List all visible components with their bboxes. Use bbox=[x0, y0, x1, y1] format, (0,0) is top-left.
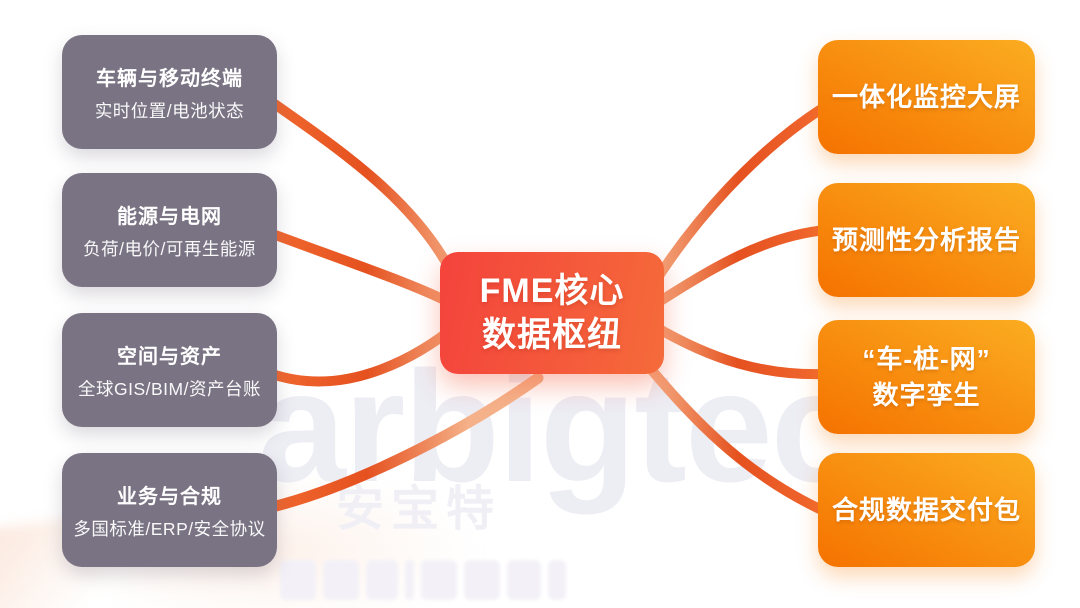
input-subtitle: 多国标准/ERP/安全协议 bbox=[73, 518, 266, 539]
input-subtitle: 实时位置/电池状态 bbox=[94, 100, 245, 121]
input-subtitle: 全球GIS/BIM/资产台账 bbox=[78, 378, 261, 399]
connector-input-1 bbox=[261, 93, 465, 295]
output-node-monitoring-dashboard: 一体化监控大屏 bbox=[818, 40, 1035, 154]
output-label: 一体化监控大屏 bbox=[831, 82, 1021, 112]
hub-title-line1: FME核心 bbox=[479, 272, 625, 310]
input-title: 能源与电网 bbox=[117, 205, 222, 228]
connector-output-3 bbox=[649, 321, 831, 380]
output-node-predictive-report: 预测性分析报告 bbox=[818, 183, 1035, 297]
output-label-line2: 数字孪生 bbox=[872, 380, 981, 410]
watermark-tagline-illegible bbox=[280, 560, 566, 600]
input-node-business-compliance: 业务与合规 多国标准/ERP/安全协议 bbox=[62, 453, 277, 567]
connector-output-1 bbox=[645, 101, 831, 295]
input-node-vehicles: 车辆与移动终端 实时位置/电池状态 bbox=[62, 35, 277, 149]
input-node-energy: 能源与电网 负荷/电价/可再生能源 bbox=[62, 173, 277, 287]
output-node-digital-twin: “车-桩-网” 数字孪生 bbox=[818, 320, 1035, 434]
input-title: 业务与合规 bbox=[117, 485, 222, 508]
hub-title-line2: 数据枢纽 bbox=[482, 316, 622, 354]
watermark-brand-cn: 安宝特 bbox=[336, 483, 502, 536]
output-node-compliance-package: 合规数据交付包 bbox=[818, 453, 1035, 567]
input-title: 空间与资产 bbox=[117, 345, 222, 368]
connector-output-4 bbox=[645, 363, 831, 517]
input-title: 车辆与移动终端 bbox=[96, 67, 243, 90]
hub-node-fme-core: FME核心 数据枢纽 bbox=[440, 252, 664, 374]
output-label: 合规数据交付包 bbox=[831, 495, 1021, 525]
input-subtitle: 负荷/电价/可再生能源 bbox=[83, 238, 256, 259]
input-node-spatial-assets: 空间与资产 全球GIS/BIM/资产台账 bbox=[62, 313, 277, 427]
connector-output-2 bbox=[649, 225, 831, 310]
connector-input-4 bbox=[262, 372, 544, 514]
output-label: 预测性分析报告 bbox=[831, 225, 1021, 255]
connector-input-3 bbox=[267, 319, 463, 387]
output-label: “车-桩-网” bbox=[862, 344, 991, 374]
